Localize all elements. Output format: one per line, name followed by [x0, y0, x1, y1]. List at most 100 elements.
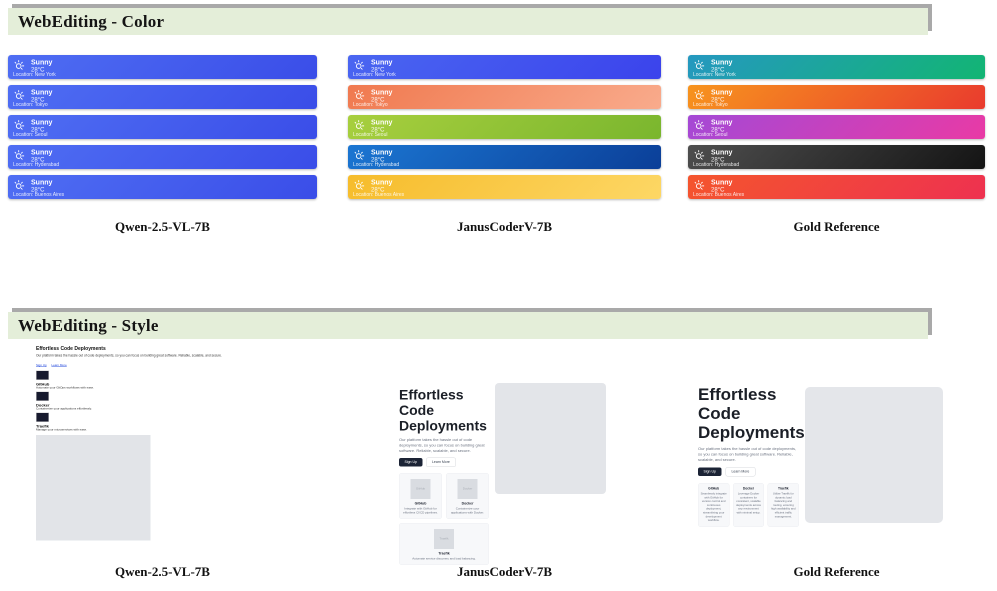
feature-title: Docker — [461, 502, 474, 506]
weather-location: Location: New York — [693, 72, 736, 78]
weather-card: Sunny 28°C Location: Tokyo — [8, 85, 317, 109]
sun-icon — [14, 180, 25, 190]
sign-up-link[interactable]: Sign Up — [36, 364, 47, 367]
weather-temp: 28°C — [711, 126, 725, 133]
model-label-qwen: Qwen-2.5-VL-7B — [115, 564, 210, 579]
weather-temp: 28°C — [711, 156, 725, 163]
section-title: WebEditing - Style — [18, 315, 159, 335]
weather-condition: Sunny — [371, 118, 393, 126]
weather-location: Location: Buenos Aires — [13, 192, 65, 198]
sun-icon — [354, 150, 365, 160]
weather-location: Location: Tokyo — [13, 102, 48, 108]
weather-condition: Sunny — [711, 178, 733, 186]
weather-location: Location: Tokyo — [353, 102, 388, 108]
weather-card: Sunny 28°C Location: Seoul — [688, 115, 985, 139]
feature-title: Docker — [36, 403, 50, 408]
intro-paragraph: Our platform takes the hassle out of cod… — [36, 354, 222, 358]
weather-card: Sunny 28°C Location: New York — [348, 55, 661, 79]
feature-desc: Leverage Docker containers for consisten… — [736, 492, 761, 515]
model-label-januscoder: JanusCoderV-7B — [456, 219, 553, 234]
weather-card: Sunny 28°C Location: New York — [8, 55, 317, 79]
sign-up-button[interactable]: Sign Up — [698, 467, 722, 476]
weather-location: Location: Tokyo — [693, 102, 728, 108]
weather-card: Sunny 28°C Location: Hyderabad — [348, 145, 661, 169]
feature-title: Traefik — [438, 552, 450, 556]
weather-card: Sunny 28°C Location: Seoul — [348, 115, 661, 139]
feature-desc: Automate service discovery and load bala… — [412, 557, 476, 561]
weather-condition: Sunny — [31, 148, 53, 156]
weather-temp: 28°C — [31, 126, 45, 133]
learn-more-button[interactable]: Learn More — [725, 467, 756, 477]
weather-temp: 28°C — [711, 186, 725, 193]
feature-card-docker: Docker Leverage Docker containers for co… — [732, 483, 765, 527]
weather-temp: 28°C — [371, 186, 385, 193]
sun-icon — [354, 120, 365, 130]
weather-temp: 28°C — [711, 96, 725, 103]
weather-condition: Sunny — [371, 148, 393, 156]
weather-location: Location: Seoul — [353, 132, 388, 138]
weather-location: Location: Buenos Aires — [693, 192, 745, 198]
weather-card: Sunny 28°C Location: Tokyo — [688, 85, 985, 109]
model-label-januscoder: JanusCoderV-7B — [456, 564, 553, 579]
learn-more-button[interactable]: Learn More — [425, 457, 456, 467]
weather-column-gold: Sunny 28°C Location: New York Sunny 28°C… — [688, 55, 985, 199]
sign-up-button[interactable]: Sign Up — [399, 458, 423, 467]
image-placeholder — [36, 412, 49, 422]
feature-desc: Seamlessly integrate with GitHub for ver… — [700, 492, 727, 523]
weather-temp: 28°C — [31, 186, 45, 193]
weather-card: Sunny 28°C Location: Buenos Aires — [688, 175, 985, 199]
weather-column-qwen: Sunny 28°C Location: New York Sunny 28°C… — [8, 55, 317, 199]
feature-title: GitHub — [36, 382, 50, 387]
feature-title: GitHub — [708, 487, 720, 491]
weather-location: Location: Seoul — [13, 132, 48, 138]
weather-location: Location: Hyderabad — [693, 162, 740, 168]
weather-card: Sunny 28°C Location: Hyderabad — [8, 145, 317, 169]
page-title: Effortless Code Deployments — [698, 385, 805, 442]
sun-icon — [354, 60, 365, 70]
weather-location: Location: Hyderabad — [13, 162, 60, 168]
weather-condition: Sunny — [31, 178, 53, 186]
weather-location: Location: New York — [353, 72, 396, 78]
weather-card: Sunny 28°C Location: Tokyo — [348, 85, 661, 109]
model-label-qwen: Qwen-2.5-VL-7B — [115, 219, 210, 234]
feature-desc: Manage your microservices with ease. — [36, 428, 88, 432]
sun-icon — [14, 90, 25, 100]
sun-icon — [14, 150, 25, 160]
feature-desc: Containerize your applications with Dock… — [450, 507, 485, 515]
hero-image-placeholder — [36, 435, 151, 541]
intro-paragraph: Our platform takes the hassle out of cod… — [399, 437, 485, 454]
page-title: Effortless Code Deployments — [36, 346, 106, 352]
weather-location: Location: Seoul — [693, 132, 728, 138]
weather-card: Sunny 28°C Location: Hyderabad — [688, 145, 985, 169]
image-placeholder — [36, 370, 49, 380]
weather-temp: 28°C — [371, 66, 385, 73]
model-label-gold: Gold Reference — [793, 564, 880, 579]
weather-temp: 28°C — [371, 156, 385, 163]
weather-column-januscoder: Sunny 28°C Location: New York Sunny 28°C… — [348, 55, 661, 199]
feature-desc: Integrate with GitHub for effortless CI/… — [403, 507, 438, 515]
sun-icon — [694, 60, 705, 70]
feature-title: Traefik — [778, 487, 789, 491]
weather-card: Sunny 28°C Location: New York — [688, 55, 985, 79]
weather-condition: Sunny — [371, 88, 393, 96]
intro-paragraph: Our platform takes the hassle out of cod… — [698, 446, 797, 463]
sun-icon — [694, 90, 705, 100]
weather-condition: Sunny — [31, 88, 53, 96]
weather-card: Sunny 28°C Location: Buenos Aires — [348, 175, 661, 199]
feature-card-github: GitHub GitHub Integrate with GitHub for … — [399, 473, 442, 519]
weather-condition: Sunny — [711, 148, 733, 156]
weather-card: Sunny 28°C Location: Buenos Aires — [8, 175, 317, 199]
feature-desc: Automate your GitOps workflows with ease… — [36, 386, 95, 390]
weather-card: Sunny 28°C Location: Seoul — [8, 115, 317, 139]
feature-card-docker: Docker Docker Containerize your applicat… — [446, 473, 489, 519]
sun-icon — [14, 120, 25, 130]
model-label-gold: Gold Reference — [793, 219, 880, 234]
style-render-qwen: Effortless Code Deployments Our platform… — [36, 346, 251, 541]
feature-title: Docker — [742, 487, 755, 491]
feature-card-github: GitHub Seamlessly integrate with GitHub … — [698, 483, 730, 527]
weather-condition: Sunny — [31, 58, 53, 66]
weather-temp: 28°C — [31, 156, 45, 163]
feature-desc: Utilize Traefik for dynamic load balanci… — [771, 492, 796, 519]
hero-image-placeholder — [495, 383, 606, 494]
learn-more-link[interactable]: Learn More — [51, 364, 67, 367]
